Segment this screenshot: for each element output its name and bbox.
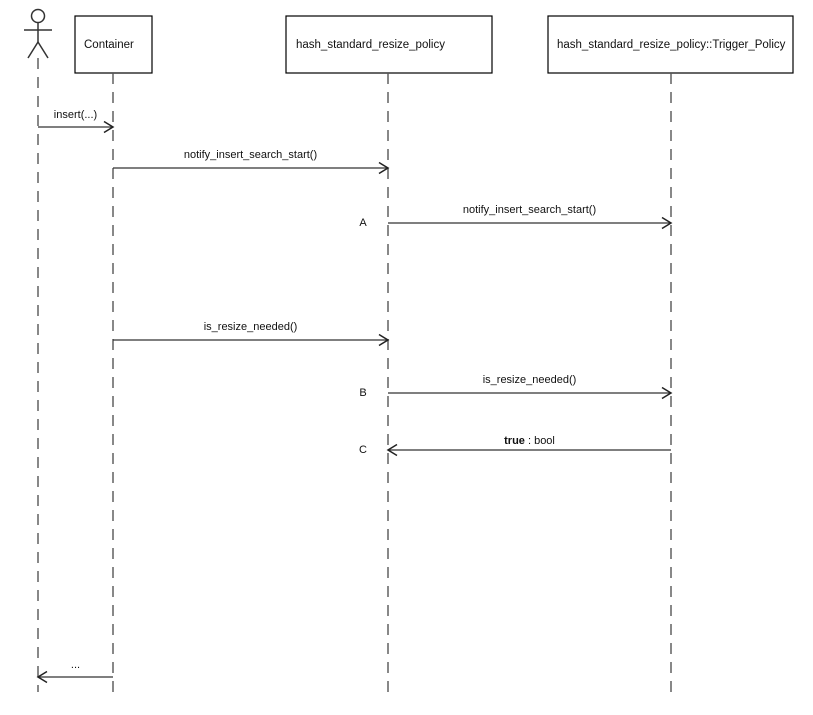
message-label-return-type: : bool <box>525 435 555 447</box>
participant-label-container: Container <box>84 39 134 51</box>
message-label-insert: insert(...) <box>54 109 97 121</box>
message-return-true-bool[interactable]: C true : bool <box>359 435 671 457</box>
participant-resize-policy[interactable]: hash_standard_resize_policy <box>285 15 493 692</box>
message-is-resize-needed-2[interactable]: B is_resize_needed() <box>359 374 673 400</box>
actor-right-leg-line <box>37 41 49 59</box>
message-arrowhead-is-resize-needed-2 <box>661 386 673 400</box>
participant-container[interactable]: Container <box>74 15 153 692</box>
message-label-is-resize-needed-2: is_resize_needed() <box>483 374 577 386</box>
message-notify-insert-search-start-1[interactable]: notify_insert_search_start() <box>113 149 390 175</box>
message-insert[interactable]: insert(...) <box>38 109 115 134</box>
message-arrowhead-is-resize-needed-1 <box>378 333 390 347</box>
message-arrowhead-return-true-bool <box>386 443 398 457</box>
message-arrowhead-notify-insert-search-start-1 <box>378 161 390 175</box>
message-marker-a: A <box>359 217 367 229</box>
participant-label-trigger-policy: hash_standard_resize_policy::Trigger_Pol… <box>557 39 786 51</box>
actor-head-icon <box>30 8 46 24</box>
actor-stick-figure <box>24 8 52 59</box>
participant-box-trigger-policy[interactable] <box>547 15 794 74</box>
message-notify-insert-search-start-2[interactable]: A notify_insert_search_start() <box>359 204 673 230</box>
message-arrowhead-insert <box>103 120 115 134</box>
actor-left-leg-line <box>27 41 39 59</box>
message-label-return-ellipsis: ... <box>71 659 80 671</box>
message-label-is-resize-needed-1: is_resize_needed() <box>204 321 298 333</box>
message-label-return-true-bool: true : bool <box>504 435 555 447</box>
message-label-return-value: true <box>504 435 525 447</box>
message-label-notify-insert-search-start-2: notify_insert_search_start() <box>463 204 596 216</box>
message-arrowhead-notify-insert-search-start-2 <box>661 216 673 230</box>
participant-trigger-policy[interactable]: hash_standard_resize_policy::Trigger_Pol… <box>547 15 794 692</box>
participant-box-container[interactable] <box>74 15 153 74</box>
message-return-ellipsis[interactable]: ... <box>36 659 113 684</box>
message-is-resize-needed-1[interactable]: is_resize_needed() <box>113 321 390 347</box>
message-label-notify-insert-search-start-1: notify_insert_search_start() <box>184 149 317 161</box>
message-marker-c: C <box>359 444 367 456</box>
message-arrowhead-return-ellipsis <box>36 670 48 684</box>
message-marker-b: B <box>359 387 366 399</box>
participant-label-resize-policy: hash_standard_resize_policy <box>296 39 445 51</box>
participant-box-resize-policy[interactable] <box>285 15 493 74</box>
